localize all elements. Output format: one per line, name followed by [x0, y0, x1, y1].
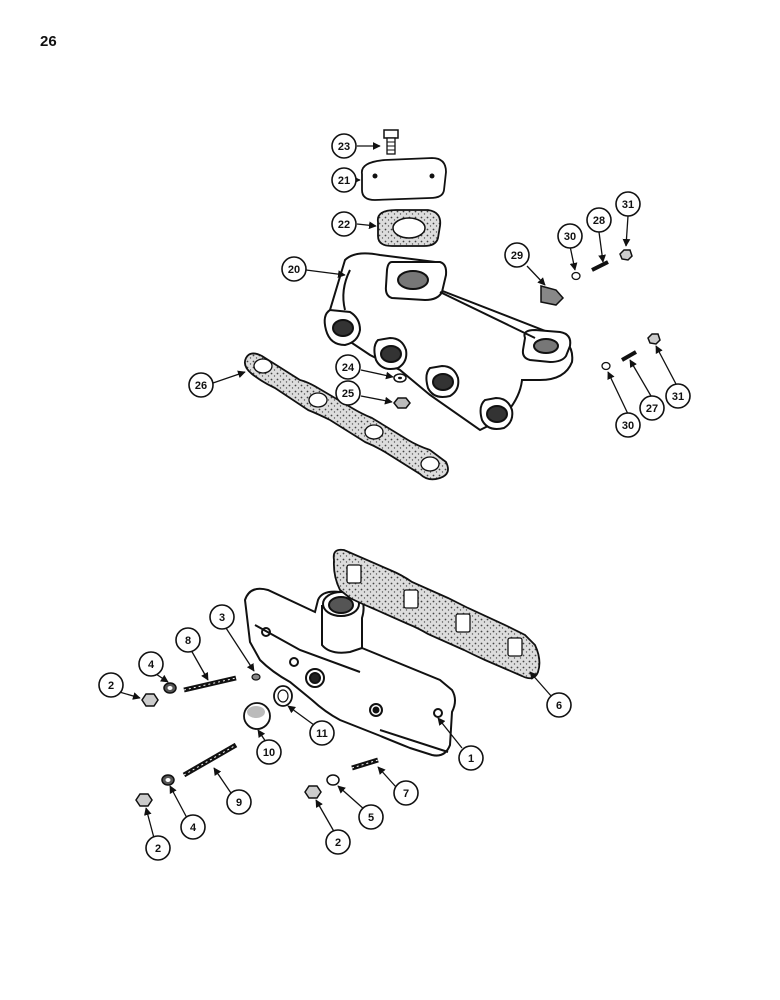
callout-label: 23 [338, 141, 350, 153]
callout-30-bottom: 30 [615, 412, 641, 438]
callout-label: 31 [672, 391, 684, 403]
callout-2-left: 2 [98, 672, 124, 698]
callout-28: 28 [586, 207, 612, 233]
manifold-gasket-upper [243, 352, 449, 481]
callout-4-top: 4 [138, 651, 164, 677]
callout-26: 26 [188, 372, 214, 398]
callout-label: 1 [468, 753, 474, 765]
callout-label: 4 [148, 659, 155, 671]
callout-23: 23 [331, 133, 357, 159]
stud-hardware-lower [135, 675, 379, 807]
callout-label: 2 [335, 837, 341, 849]
callout-24: 24 [335, 354, 361, 380]
callout-label: 31 [622, 199, 634, 211]
callout-29: 29 [504, 242, 530, 268]
callout-label: 9 [236, 797, 242, 809]
callout-4-bottom: 4 [180, 814, 206, 840]
callout-label: 25 [342, 388, 354, 400]
callout-label: 20 [288, 264, 300, 276]
callout-label: 27 [646, 403, 658, 415]
callout-9: 9 [226, 789, 252, 815]
callout-label: 10 [263, 747, 275, 759]
callout-label: 22 [338, 219, 350, 231]
callout-label: 24 [342, 362, 355, 374]
page-number: 26 [40, 33, 57, 50]
callout-group: 23 21 22 20 31 28 30 29 24 25 26 30 27 3… [98, 133, 691, 861]
callout-7: 7 [393, 780, 419, 806]
callout-label: 30 [564, 231, 576, 243]
callout-8: 8 [175, 627, 201, 653]
callout-21: 21 [331, 167, 357, 193]
callout-label: 21 [338, 175, 350, 187]
callout-3: 3 [209, 604, 235, 630]
callout-27: 27 [639, 395, 665, 421]
callout-2-bottom-mid: 2 [325, 829, 351, 855]
callout-10: 10 [256, 739, 282, 765]
manifold-gasket-lower [332, 548, 541, 680]
callout-6: 6 [546, 692, 572, 718]
leader-lines [115, 142, 677, 839]
washer-nut-upper [393, 373, 411, 409]
callout-label: 7 [403, 788, 409, 800]
flange-gasket-part [376, 209, 442, 247]
stud-hardware-upper-right [540, 249, 661, 371]
bolt-part [383, 129, 399, 155]
callout-1: 1 [458, 745, 484, 771]
callout-label: 29 [511, 250, 523, 262]
callout-label: 6 [556, 700, 562, 712]
callout-31-top: 31 [615, 191, 641, 217]
callout-30-top: 30 [557, 223, 583, 249]
callout-label: 8 [185, 635, 191, 647]
callout-22: 22 [331, 211, 357, 237]
manifold-casting-upper [323, 252, 574, 432]
callout-label: 30 [622, 420, 634, 432]
callout-label: 2 [155, 843, 161, 855]
callout-11: 11 [309, 720, 335, 746]
callout-label: 28 [593, 215, 605, 227]
callout-label: 11 [316, 728, 328, 740]
callout-20: 20 [281, 256, 307, 282]
callout-2-bottom-left: 2 [145, 835, 171, 861]
manifold-casting-lower [243, 587, 456, 757]
callout-label: 4 [190, 822, 197, 834]
callout-label: 2 [108, 680, 114, 692]
callout-label: 26 [195, 380, 207, 392]
callout-label: 3 [219, 612, 225, 624]
callout-label: 5 [368, 812, 374, 824]
cover-plate-part [361, 157, 447, 201]
plug-washer-lower [243, 673, 293, 730]
callout-25: 25 [335, 380, 361, 406]
callout-31-bottom: 31 [665, 383, 691, 409]
callout-5: 5 [358, 804, 384, 830]
